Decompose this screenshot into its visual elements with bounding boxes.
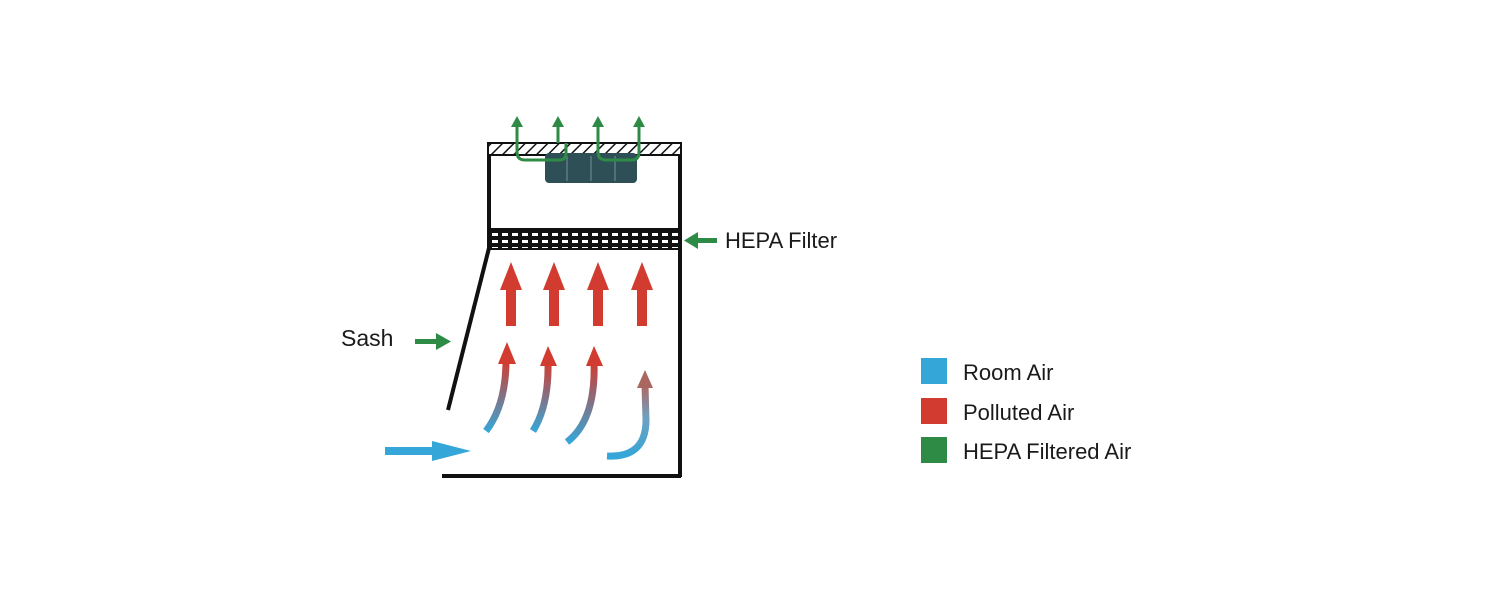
legend-label: HEPA Filtered Air	[963, 439, 1132, 464]
sash	[446, 247, 491, 411]
legend-label: Room Air	[963, 360, 1054, 385]
mixing-air-arrow	[564, 346, 603, 445]
legend-label: Polluted Air	[963, 400, 1075, 425]
mixing-air-arrow	[483, 342, 516, 434]
filtered-air-arrow	[511, 116, 523, 143]
sash-pointer-arrow	[415, 333, 451, 350]
room-air-arrow	[385, 441, 471, 461]
mixing-air-arrow	[529, 346, 557, 433]
legend-swatch	[921, 437, 947, 463]
polluted-air-arrows	[500, 262, 653, 326]
sash-label: Sash	[341, 325, 394, 351]
filtered-air-arrow	[592, 116, 604, 143]
polluted-air-arrow	[631, 262, 653, 326]
legend-swatch	[921, 358, 947, 384]
exhaust-fan-icon	[545, 153, 637, 183]
filtered-air-flow	[515, 143, 641, 162]
exhaust-arrows	[511, 116, 645, 143]
mixing-air-arrows	[483, 342, 653, 460]
legend-swatch	[921, 398, 947, 424]
mixing-air-arrow	[606, 370, 653, 460]
filtered-air-arrow	[633, 116, 645, 143]
polluted-air-arrow	[543, 262, 565, 326]
polluted-air-arrow	[587, 262, 609, 326]
filtered-air-arrow	[552, 116, 564, 143]
polluted-air-arrow	[500, 262, 522, 326]
hepa-pointer-arrow	[684, 232, 717, 249]
hepa-filter	[488, 228, 681, 250]
hepa-filter-label: HEPA Filter	[725, 228, 838, 253]
